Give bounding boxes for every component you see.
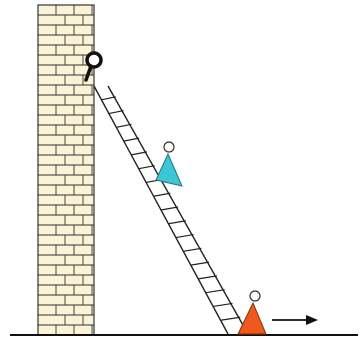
motion-arrow <box>272 315 318 325</box>
ladder-rung <box>221 317 241 320</box>
ladder-rung <box>131 152 147 155</box>
ladder-rung <box>109 111 124 114</box>
ladder-rung <box>101 97 115 100</box>
arrow-head <box>306 315 318 325</box>
ladder-rung <box>183 248 201 251</box>
pulley-wheel <box>87 53 101 67</box>
climber-body <box>156 154 182 186</box>
ladder-rung <box>168 221 185 224</box>
ladder-rung <box>124 138 139 141</box>
ladder-rung <box>191 262 209 265</box>
ladder-rungs <box>101 97 240 320</box>
person-on-ladder <box>156 142 182 186</box>
ladder-rung <box>206 290 225 293</box>
ladder-rung <box>154 193 171 196</box>
ladder-rung <box>176 235 194 238</box>
person-at-base <box>238 291 266 334</box>
brick-wall <box>38 5 94 335</box>
ladder-rail-right <box>108 86 248 334</box>
ladder <box>94 86 248 334</box>
base-person-body <box>238 303 266 334</box>
climber-head <box>164 142 174 152</box>
ladder-rung <box>116 124 131 127</box>
ladder-rung <box>139 166 155 169</box>
ladder-rung <box>213 303 232 306</box>
ladder-rung <box>198 276 217 279</box>
base-person-head <box>250 291 260 301</box>
ladder-rung <box>161 207 178 210</box>
